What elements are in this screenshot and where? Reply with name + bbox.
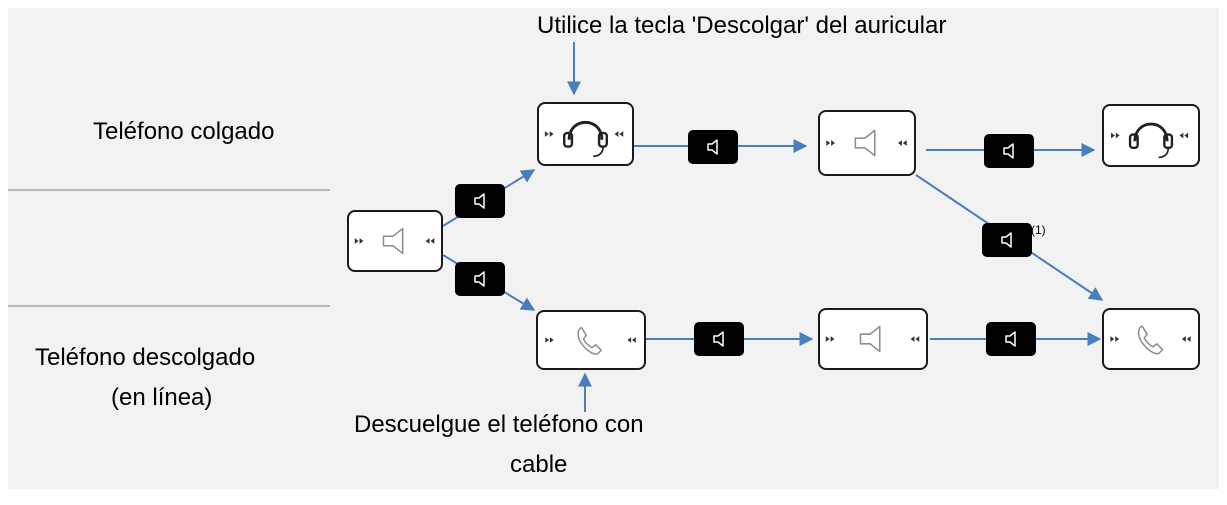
handset-icon	[1110, 325, 1191, 355]
speaker-key-icon	[1001, 232, 1012, 248]
handset-icon	[545, 327, 636, 355]
speaker-key	[694, 322, 744, 356]
state-idle-speaker	[347, 210, 443, 272]
state-handset-final	[1102, 308, 1200, 370]
speaker-key-icon	[474, 193, 485, 209]
state-headset	[537, 102, 634, 166]
speaker-icon	[826, 129, 907, 157]
row-label-on-hook: Teléfono colgado	[93, 118, 275, 145]
state-speaker-bottom	[818, 308, 928, 370]
speaker-icon	[354, 227, 435, 255]
handset-annotation: Descuelgue el teléfono con	[354, 411, 644, 438]
speaker-key	[982, 223, 1032, 257]
headset-icon	[1111, 122, 1189, 159]
speaker-key	[455, 184, 505, 218]
row-label-off-hook-sub: (en línea)	[111, 384, 213, 411]
speaker-key-icon	[474, 271, 485, 287]
state-headset-final	[1102, 104, 1200, 167]
footnote-marker: (1)	[1031, 223, 1046, 237]
speaker-key-icon	[1003, 143, 1014, 159]
headset-key-annotation: Utilice la tecla 'Descolgar' del auricul…	[537, 12, 947, 39]
state-speaker-top	[818, 110, 916, 176]
row-label-off-hook: Teléfono descolgado	[35, 344, 256, 371]
headset-icon	[544, 121, 624, 158]
speaker-key	[455, 262, 505, 296]
speaker-key-icon	[1005, 331, 1016, 347]
speaker-key	[984, 134, 1034, 168]
speaker-key-icon	[713, 331, 724, 347]
handset-annotation-sub: cable	[510, 451, 568, 478]
state-handset	[536, 310, 646, 370]
speaker-key	[688, 130, 738, 164]
speaker-key-icon	[707, 139, 718, 155]
speaker-icon	[825, 325, 920, 353]
speaker-key	[986, 322, 1036, 356]
